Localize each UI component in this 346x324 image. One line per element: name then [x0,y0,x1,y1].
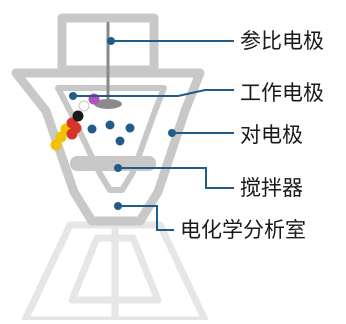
reference-electrode-label: 参比电极 [240,29,324,53]
counter-electrode-dot [168,129,176,137]
leader-lines [73,40,234,231]
reference-electrode-dot [107,37,115,45]
working-electrode-label: 工作电极 [240,81,324,105]
working-electrode-disk [94,99,122,109]
working-electrode-dot [69,92,77,100]
cell-label: 电化学分析室 [180,218,306,242]
stirrer-dot [114,164,122,172]
leader-dots [69,37,176,210]
support-stand [21,221,209,324]
cell-dot [114,202,122,210]
stirrer-label: 搅拌器 [240,176,303,200]
counter-electrode-label: 对电极 [240,123,303,147]
